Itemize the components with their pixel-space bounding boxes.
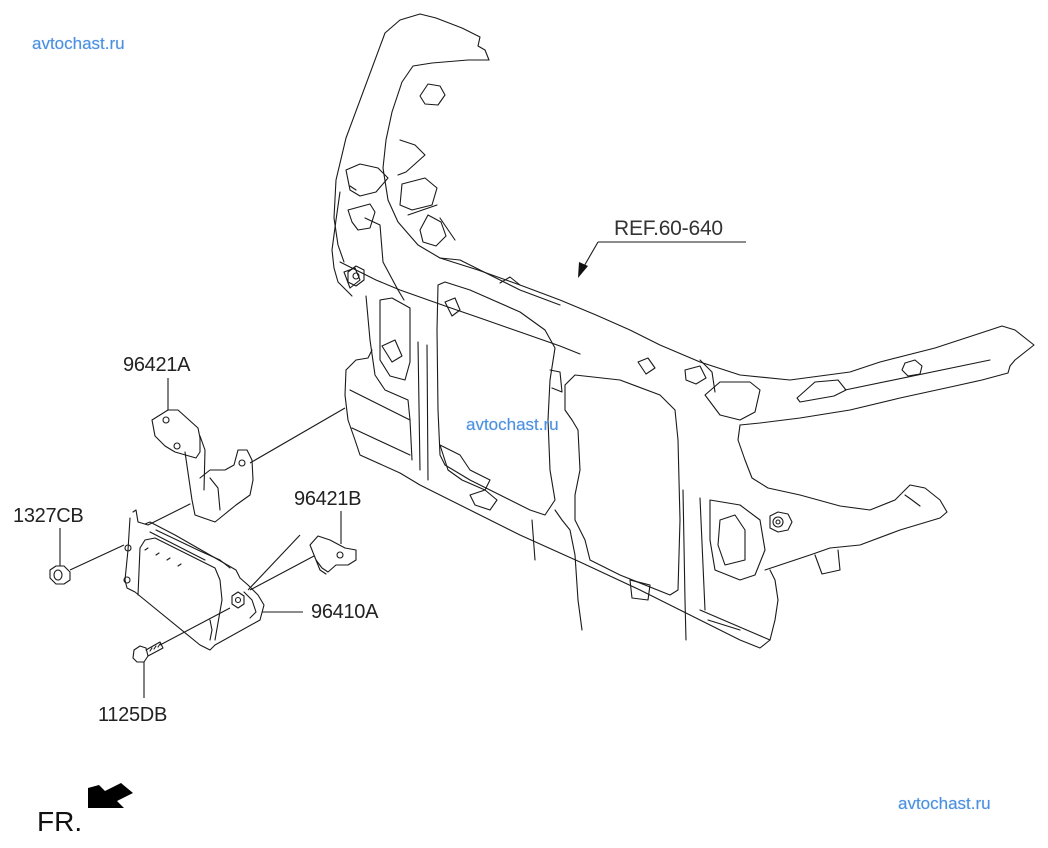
callout-1125db: 1125DB: [98, 704, 167, 726]
watermark-top-left: avtochast.ru: [32, 34, 125, 53]
radar-unit-96410a: [123, 503, 303, 651]
nut-icon: [347, 265, 365, 287]
callout-96421b: 96421B: [294, 488, 362, 510]
bracket-96421b: [249, 511, 357, 591]
nut-1327cb: [49, 528, 125, 585]
reference-label: REF.60-640: [614, 217, 723, 240]
watermark-center: avtochast.ru: [466, 415, 559, 434]
ref-leader: [578, 241, 746, 278]
front-direction-arrow-icon: [88, 783, 133, 808]
bracket-96421a: [151, 378, 346, 523]
front-end-carrier: [331, 13, 1035, 649]
callout-96410a: 96410A: [311, 601, 379, 623]
front-direction-label: FR.: [37, 806, 83, 837]
callout-96421a: 96421A: [123, 354, 191, 376]
bolt-1125db: [132, 607, 231, 698]
watermark-bottom-right: avtochast.ru: [898, 794, 991, 813]
grommet-icon: [769, 511, 793, 533]
callout-1327cb: 1327CB: [13, 505, 84, 527]
